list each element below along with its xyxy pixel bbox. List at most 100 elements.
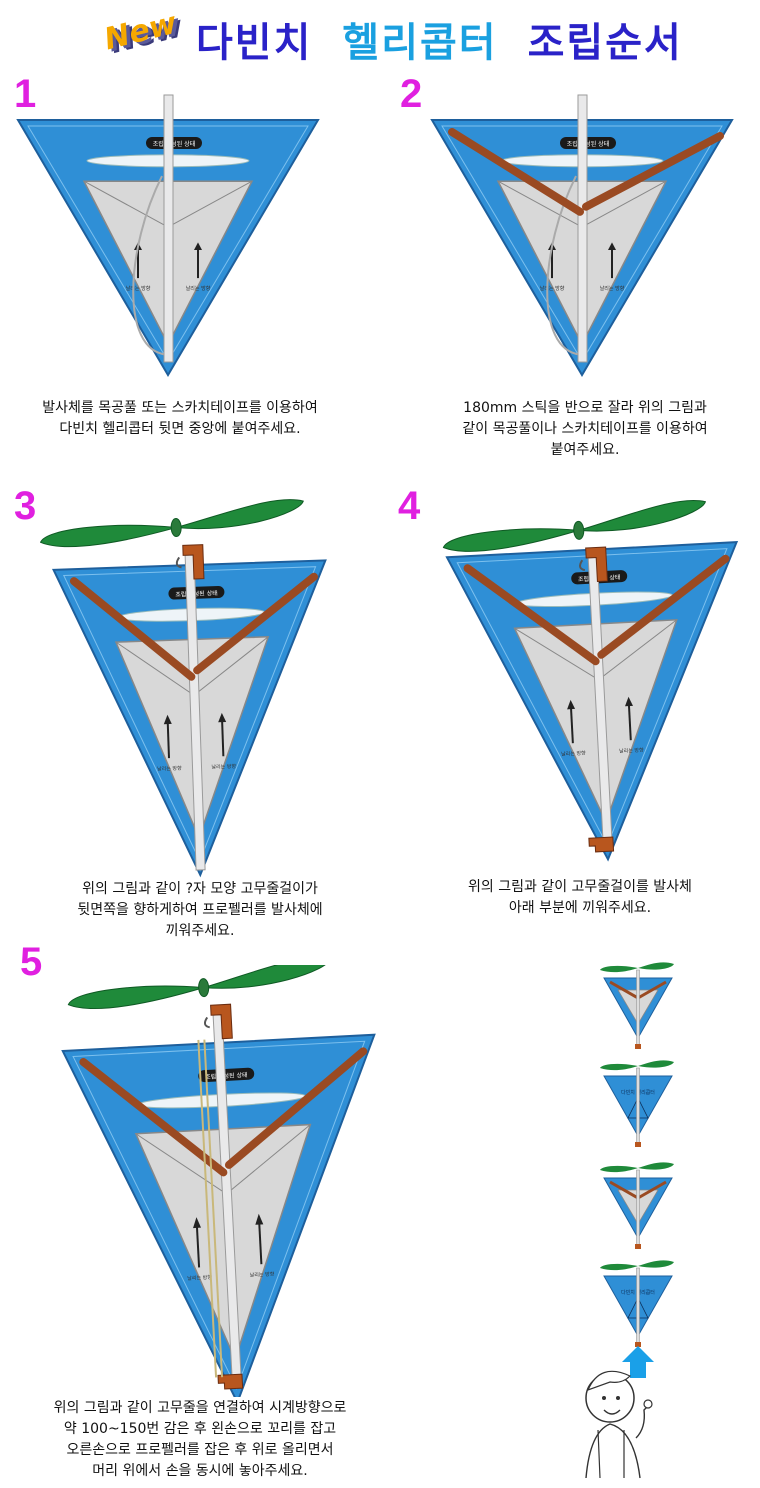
person-body — [585, 1423, 641, 1479]
up-arrow-head — [625, 696, 633, 707]
mini-stick-center — [636, 1267, 640, 1345]
up-arrow-head — [163, 714, 172, 725]
mini-stick — [609, 1180, 639, 1200]
board-label: 조립 완성된 상태 — [205, 1071, 248, 1081]
side-stick-right — [193, 572, 318, 675]
caption-line: 끼워주세요. — [165, 923, 235, 939]
caption-line: 뒷면쪽을 향하게하여 프로펠러를 발사체에 — [77, 902, 323, 918]
launch-stick — [577, 94, 588, 363]
up-arrow-icon — [622, 1346, 654, 1378]
mini-bottom-hook — [635, 1342, 641, 1347]
mini-helicopter-back — [600, 962, 674, 1049]
mini-propeller — [600, 1260, 674, 1271]
side-stick-right — [582, 132, 724, 211]
board-label-pill — [560, 136, 616, 149]
board-label: 조립 완성된 상태 — [153, 140, 195, 148]
board-label: 조립 완성된 상태 — [567, 140, 609, 148]
up-arrow-head — [567, 699, 576, 710]
arrow-label: 날리는 방향 — [187, 1274, 212, 1282]
up-arrow-head — [193, 1217, 202, 1229]
step-3-number: 3 — [14, 484, 37, 528]
caption-line: 머리 위에서 손을 동시에 놓아주세요. — [92, 1463, 308, 1479]
new-badge: New — [98, 6, 188, 62]
propeller-blade-right — [203, 965, 331, 989]
person-eye — [616, 1396, 620, 1400]
mini-stick-center — [636, 1169, 640, 1247]
up-arrow-icon — [166, 720, 170, 759]
mini-propeller — [600, 962, 674, 973]
person-arm — [635, 1405, 649, 1439]
step-5-number: 5 — [20, 940, 43, 984]
step-2-number: 2 — [400, 72, 423, 116]
step-3-caption: 위의 그림과 같이 ?자 모양 고무줄걸이가 뒷면쪽을 향하게하여 프로펠러를 … — [20, 879, 380, 942]
board-label-pill — [168, 586, 225, 600]
mini-stick-center — [636, 1067, 640, 1145]
up-arrow-icon — [195, 1224, 201, 1268]
person-pointing-icon — [585, 1370, 653, 1479]
page-header: New 다빈치 헬리콥터 조립순서 — [0, 0, 760, 70]
caption-line: 약 100~150번 감은 후 왼손으로 꼬리를 잡고 — [63, 1421, 337, 1437]
caption-line: 아래 부분에 끼워주세요. — [508, 900, 652, 916]
mini-helicopter-front: 다빈치 헬리콥터 — [600, 1260, 674, 1347]
propeller-blade-right — [176, 499, 304, 530]
arrow-label: 날리는 방향 — [249, 1270, 274, 1278]
up-arrow-head — [255, 1213, 264, 1225]
up-arrow-head — [194, 242, 202, 251]
mini-propeller — [600, 1060, 674, 1071]
mini-bottom-hook — [635, 1244, 641, 1249]
propeller-hub — [573, 520, 585, 540]
page-title: 다빈치 헬리콥터 조립순서 — [196, 10, 683, 66]
side-stick-left — [79, 1057, 228, 1177]
new-badge-text: New — [100, 5, 181, 58]
caption-line: 위의 그림과 같이 ?자 모양 고무줄걸이가 — [82, 881, 318, 897]
mini-stick — [637, 980, 667, 1000]
hook-wire — [203, 1016, 210, 1029]
launch-stick — [163, 94, 174, 363]
up-arrow-head — [608, 242, 616, 251]
person-eye — [602, 1396, 606, 1400]
propeller-hook — [210, 1003, 233, 1040]
step-1-number: 1 — [14, 72, 37, 116]
side-stick-right — [224, 1047, 368, 1169]
propeller-blade-right — [578, 500, 707, 532]
person-apron — [597, 1429, 625, 1479]
arrow-label: 날리는 방향 — [126, 285, 151, 292]
hook-wire — [175, 556, 182, 569]
rubber-band — [203, 1039, 224, 1378]
bottom-hook — [588, 836, 615, 853]
step-4-caption: 위의 그림과 같이 고무줄걸이를 발사체 아래 부분에 끼워주세요. — [400, 877, 760, 919]
mini-stick — [637, 1180, 667, 1200]
caption-line: 오른손으로 프로펠러를 잡은 후 위로 올리면서 — [66, 1442, 334, 1458]
caption-line: 같이 목공풀이나 스카치테이프를 이용하여 — [462, 421, 708, 437]
title-part-2: 헬리콥터 — [342, 20, 498, 66]
mini-stick — [609, 980, 639, 1000]
arrow-label: 날리는 방향 — [561, 749, 586, 757]
board-label: 조립 완성된 상태 — [175, 589, 218, 598]
mini-stick-center — [636, 969, 640, 1047]
mini-bottom-hook — [635, 1142, 641, 1147]
step-1-caption: 발사체를 목공풀 또는 스카치테이프를 이용하여 다빈치 헬리콥터 뒷면 중앙에… — [0, 398, 360, 440]
bottom-hook — [217, 1373, 244, 1390]
rubber-band — [197, 1039, 218, 1378]
person-hair — [586, 1370, 632, 1392]
caption-line: 위의 그림과 같이 고무줄걸이를 발사체 — [468, 879, 692, 895]
propeller-blade-left — [67, 985, 204, 1010]
arrow-label: 날리는 방향 — [211, 763, 236, 771]
caption-line: 위의 그림과 같이 고무줄을 연결하여 시계방향으로 — [53, 1400, 347, 1416]
up-arrow-icon — [627, 702, 632, 741]
step-5-caption: 위의 그림과 같이 고무줄을 연결하여 시계방향으로 약 100~150번 감은… — [0, 1398, 400, 1482]
step-4-number: 4 — [398, 484, 421, 528]
